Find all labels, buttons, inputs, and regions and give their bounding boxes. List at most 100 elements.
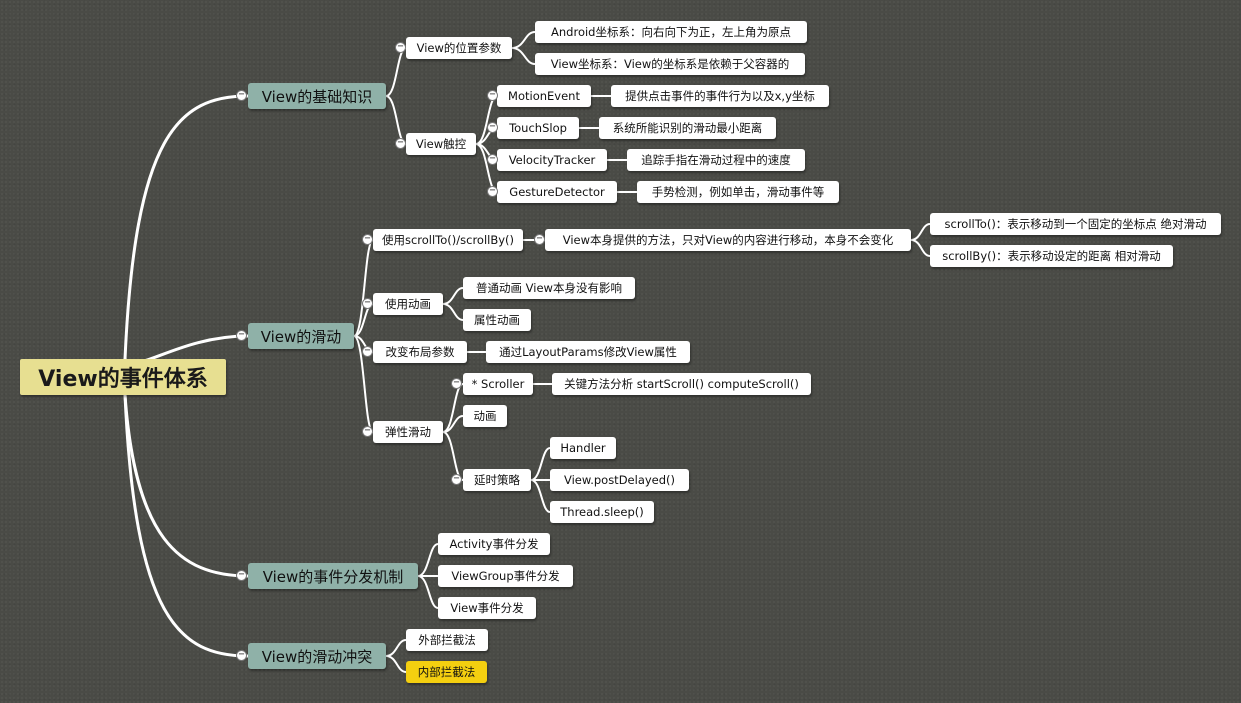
connector-branch-conflict-to-topic-internal-intercept: [385, 655, 407, 673]
branch-dispatch[interactable]: View的事件分发机制: [248, 563, 418, 589]
connector-root-to-branch-conflict: [123, 393, 250, 658]
collapse-toggle-motion-event[interactable]: −: [487, 90, 498, 101]
topic-post-delayed-label: View.postDelayed(): [563, 473, 676, 487]
topic-scroller[interactable]: * Scroller: [463, 373, 533, 395]
topic-activity-dispatch-label: Activity事件分发: [449, 537, 539, 551]
collapse-toggle-basics[interactable]: −: [236, 90, 247, 101]
topic-scroll-desc[interactable]: View本身提供的方法，只对View的内容进行移动，本身不会变化: [545, 229, 911, 251]
topic-view-dispatch-label: View事件分发: [450, 601, 524, 615]
topic-motion-event-label: MotionEvent: [508, 89, 580, 103]
topic-touch-slop-desc[interactable]: 系统所能识别的滑动最小距离: [599, 117, 776, 139]
topic-external-intercept[interactable]: 外部拦截法: [406, 629, 488, 651]
topic-internal-intercept-label: 内部拦截法: [417, 665, 476, 679]
topic-velocity-tracker[interactable]: VelocityTracker: [497, 149, 607, 171]
connector-topic-delay-strategy-to-topic-thread-sleep: [530, 479, 551, 513]
topic-layout-desc[interactable]: 通过LayoutParams修改View属性: [486, 341, 690, 363]
topic-touch-slop-desc-label: 系统所能识别的滑动最小距离: [612, 121, 763, 135]
topic-handler[interactable]: Handler: [550, 437, 616, 459]
topic-velocity-tracker-label: VelocityTracker: [508, 153, 596, 167]
topic-view-coords-label: View坐标系：View的坐标系是依赖于父容器的: [550, 57, 790, 71]
topic-thread-sleep[interactable]: Thread.sleep(): [550, 501, 654, 523]
connector-topic-scroll-desc-to-topic-scroll-by: [910, 239, 931, 257]
topic-layout-desc-label: 通过LayoutParams修改View属性: [499, 345, 677, 359]
topic-gesture-detector[interactable]: GestureDetector: [497, 181, 617, 203]
connector-branch-dispatch-to-topic-view-dispatch: [417, 575, 439, 609]
collapse-toggle-elastic[interactable]: −: [362, 426, 373, 437]
connector-root-to-branch-basics: [123, 94, 250, 361]
topic-scroller-desc-label: 关键方法分析 startScroll() computeScroll(): [564, 377, 799, 391]
connector-branch-dispatch-to-topic-activity-dispatch: [417, 543, 439, 577]
collapse-toggle-scroll-desc[interactable]: −: [534, 234, 545, 245]
collapse-toggle-scroller[interactable]: −: [451, 378, 462, 389]
connector-topic-delay-strategy-to-topic-handler: [530, 447, 551, 481]
topic-scroll-methods[interactable]: 使用scrollTo()/scrollBy(): [373, 229, 523, 251]
connector-topic-scroll-desc-to-topic-scroll-to: [910, 223, 931, 241]
branch-conflict[interactable]: View的滑动冲突: [248, 643, 386, 669]
topic-change-layout-label: 改变布局参数: [385, 345, 455, 359]
topic-property-animation[interactable]: 属性动画: [463, 309, 531, 331]
connector-topic-use-animation-to-topic-property-animation: [442, 303, 464, 321]
topic-post-delayed[interactable]: View.postDelayed(): [550, 469, 689, 491]
connector-topic-elastic-sliding-to-topic-elastic-animation: [442, 415, 464, 433]
topic-elastic-sliding[interactable]: 弹性滑动: [373, 421, 443, 443]
topic-gesture-detector-desc[interactable]: 手势检测，例如单击，滑动事件等: [637, 181, 839, 203]
topic-view-touch[interactable]: View触控: [406, 133, 476, 155]
collapse-toggle-conflict[interactable]: −: [236, 650, 247, 661]
topic-motion-event[interactable]: MotionEvent: [497, 85, 591, 107]
branch-sliding[interactable]: View的滑动: [248, 323, 354, 349]
collapse-toggle-touch-slop[interactable]: −: [487, 122, 498, 133]
topic-gesture-detector-label: GestureDetector: [509, 185, 605, 199]
topic-android-coords[interactable]: Android坐标系：向右向下为正，左上角为原点: [535, 21, 807, 43]
topic-activity-dispatch[interactable]: Activity事件分发: [438, 533, 550, 555]
branch-sliding-label: View的滑动: [260, 327, 342, 346]
topic-use-animation[interactable]: 使用动画: [373, 293, 443, 315]
connector-root-to-branch-dispatch: [123, 393, 250, 578]
topic-thread-sleep-label: Thread.sleep(): [560, 505, 644, 519]
branch-basics-label: View的基础知识: [261, 87, 373, 106]
topic-scroll-desc-label: View本身提供的方法，只对View的内容进行移动，本身不会变化: [562, 233, 894, 247]
collapse-toggle-change-layout[interactable]: −: [362, 346, 373, 357]
connector-topic-use-animation-to-topic-normal-animation: [442, 287, 464, 305]
topic-view-touch-label: View触控: [415, 137, 467, 151]
topic-velocity-tracker-desc[interactable]: 追踪手指在滑动过程中的速度: [627, 149, 805, 171]
topic-position-params-label: View的位置参数: [416, 41, 502, 55]
topic-view-dispatch[interactable]: View事件分发: [438, 597, 536, 619]
topic-scroll-to[interactable]: scrollTo()：表示移动到一个固定的坐标点 绝对滑动: [930, 213, 1221, 235]
topic-scroll-methods-label: 使用scrollTo()/scrollBy(): [381, 233, 515, 247]
topic-viewgroup-dispatch[interactable]: ViewGroup事件分发: [438, 565, 573, 587]
topic-scroller-desc[interactable]: 关键方法分析 startScroll() computeScroll(): [552, 373, 811, 395]
topic-normal-animation[interactable]: 普通动画 View本身没有影响: [463, 277, 635, 299]
connector-topic-position-params-to-topic-android-coords: [511, 31, 536, 49]
topic-scroll-by[interactable]: scrollBy()：表示移动设定的距离 相对滑动: [930, 245, 1173, 267]
root-label: View的事件体系: [38, 367, 208, 392]
topic-touch-slop-label: TouchSlop: [509, 121, 567, 135]
topic-view-coords[interactable]: View坐标系：View的坐标系是依赖于父容器的: [535, 53, 805, 75]
collapse-toggle-velocity-tracker[interactable]: −: [487, 154, 498, 165]
topic-viewgroup-dispatch-label: ViewGroup事件分发: [451, 569, 560, 583]
collapse-toggle-position[interactable]: −: [395, 42, 406, 53]
collapse-toggle-gesture-detector[interactable]: −: [487, 186, 498, 197]
connector-branch-basics-to-topic-position-params: [385, 47, 407, 97]
collapse-toggle-dispatch[interactable]: −: [236, 570, 247, 581]
collapse-toggle-sliding[interactable]: −: [236, 330, 247, 341]
topic-touch-slop[interactable]: TouchSlop: [497, 117, 579, 139]
topic-external-intercept-label: 外部拦截法: [418, 633, 476, 647]
root-node[interactable]: View的事件体系: [20, 359, 226, 395]
topic-position-params[interactable]: View的位置参数: [406, 37, 512, 59]
branch-basics[interactable]: View的基础知识: [248, 83, 386, 109]
topic-handler-label: Handler: [560, 441, 606, 455]
connector-topic-position-params-to-topic-view-coords: [511, 47, 536, 65]
topic-elastic-animation[interactable]: 动画: [463, 405, 507, 427]
topic-motion-event-desc[interactable]: 提供点击事件的事件行为以及x,y坐标: [611, 85, 829, 107]
topic-delay-strategy[interactable]: 延时策略: [463, 469, 531, 491]
collapse-toggle-delay[interactable]: −: [451, 474, 462, 485]
branch-conflict-label: View的滑动冲突: [261, 647, 373, 666]
collapse-toggle-scroll-methods[interactable]: −: [362, 234, 373, 245]
topic-normal-animation-label: 普通动画 View本身没有影响: [476, 281, 622, 295]
topic-change-layout[interactable]: 改变布局参数: [373, 341, 467, 363]
topic-internal-intercept[interactable]: 内部拦截法: [406, 661, 487, 683]
collapse-toggle-use-animation[interactable]: −: [362, 298, 373, 309]
topic-delay-strategy-label: 延时策略: [474, 473, 520, 487]
collapse-toggle-touch[interactable]: −: [395, 138, 406, 149]
